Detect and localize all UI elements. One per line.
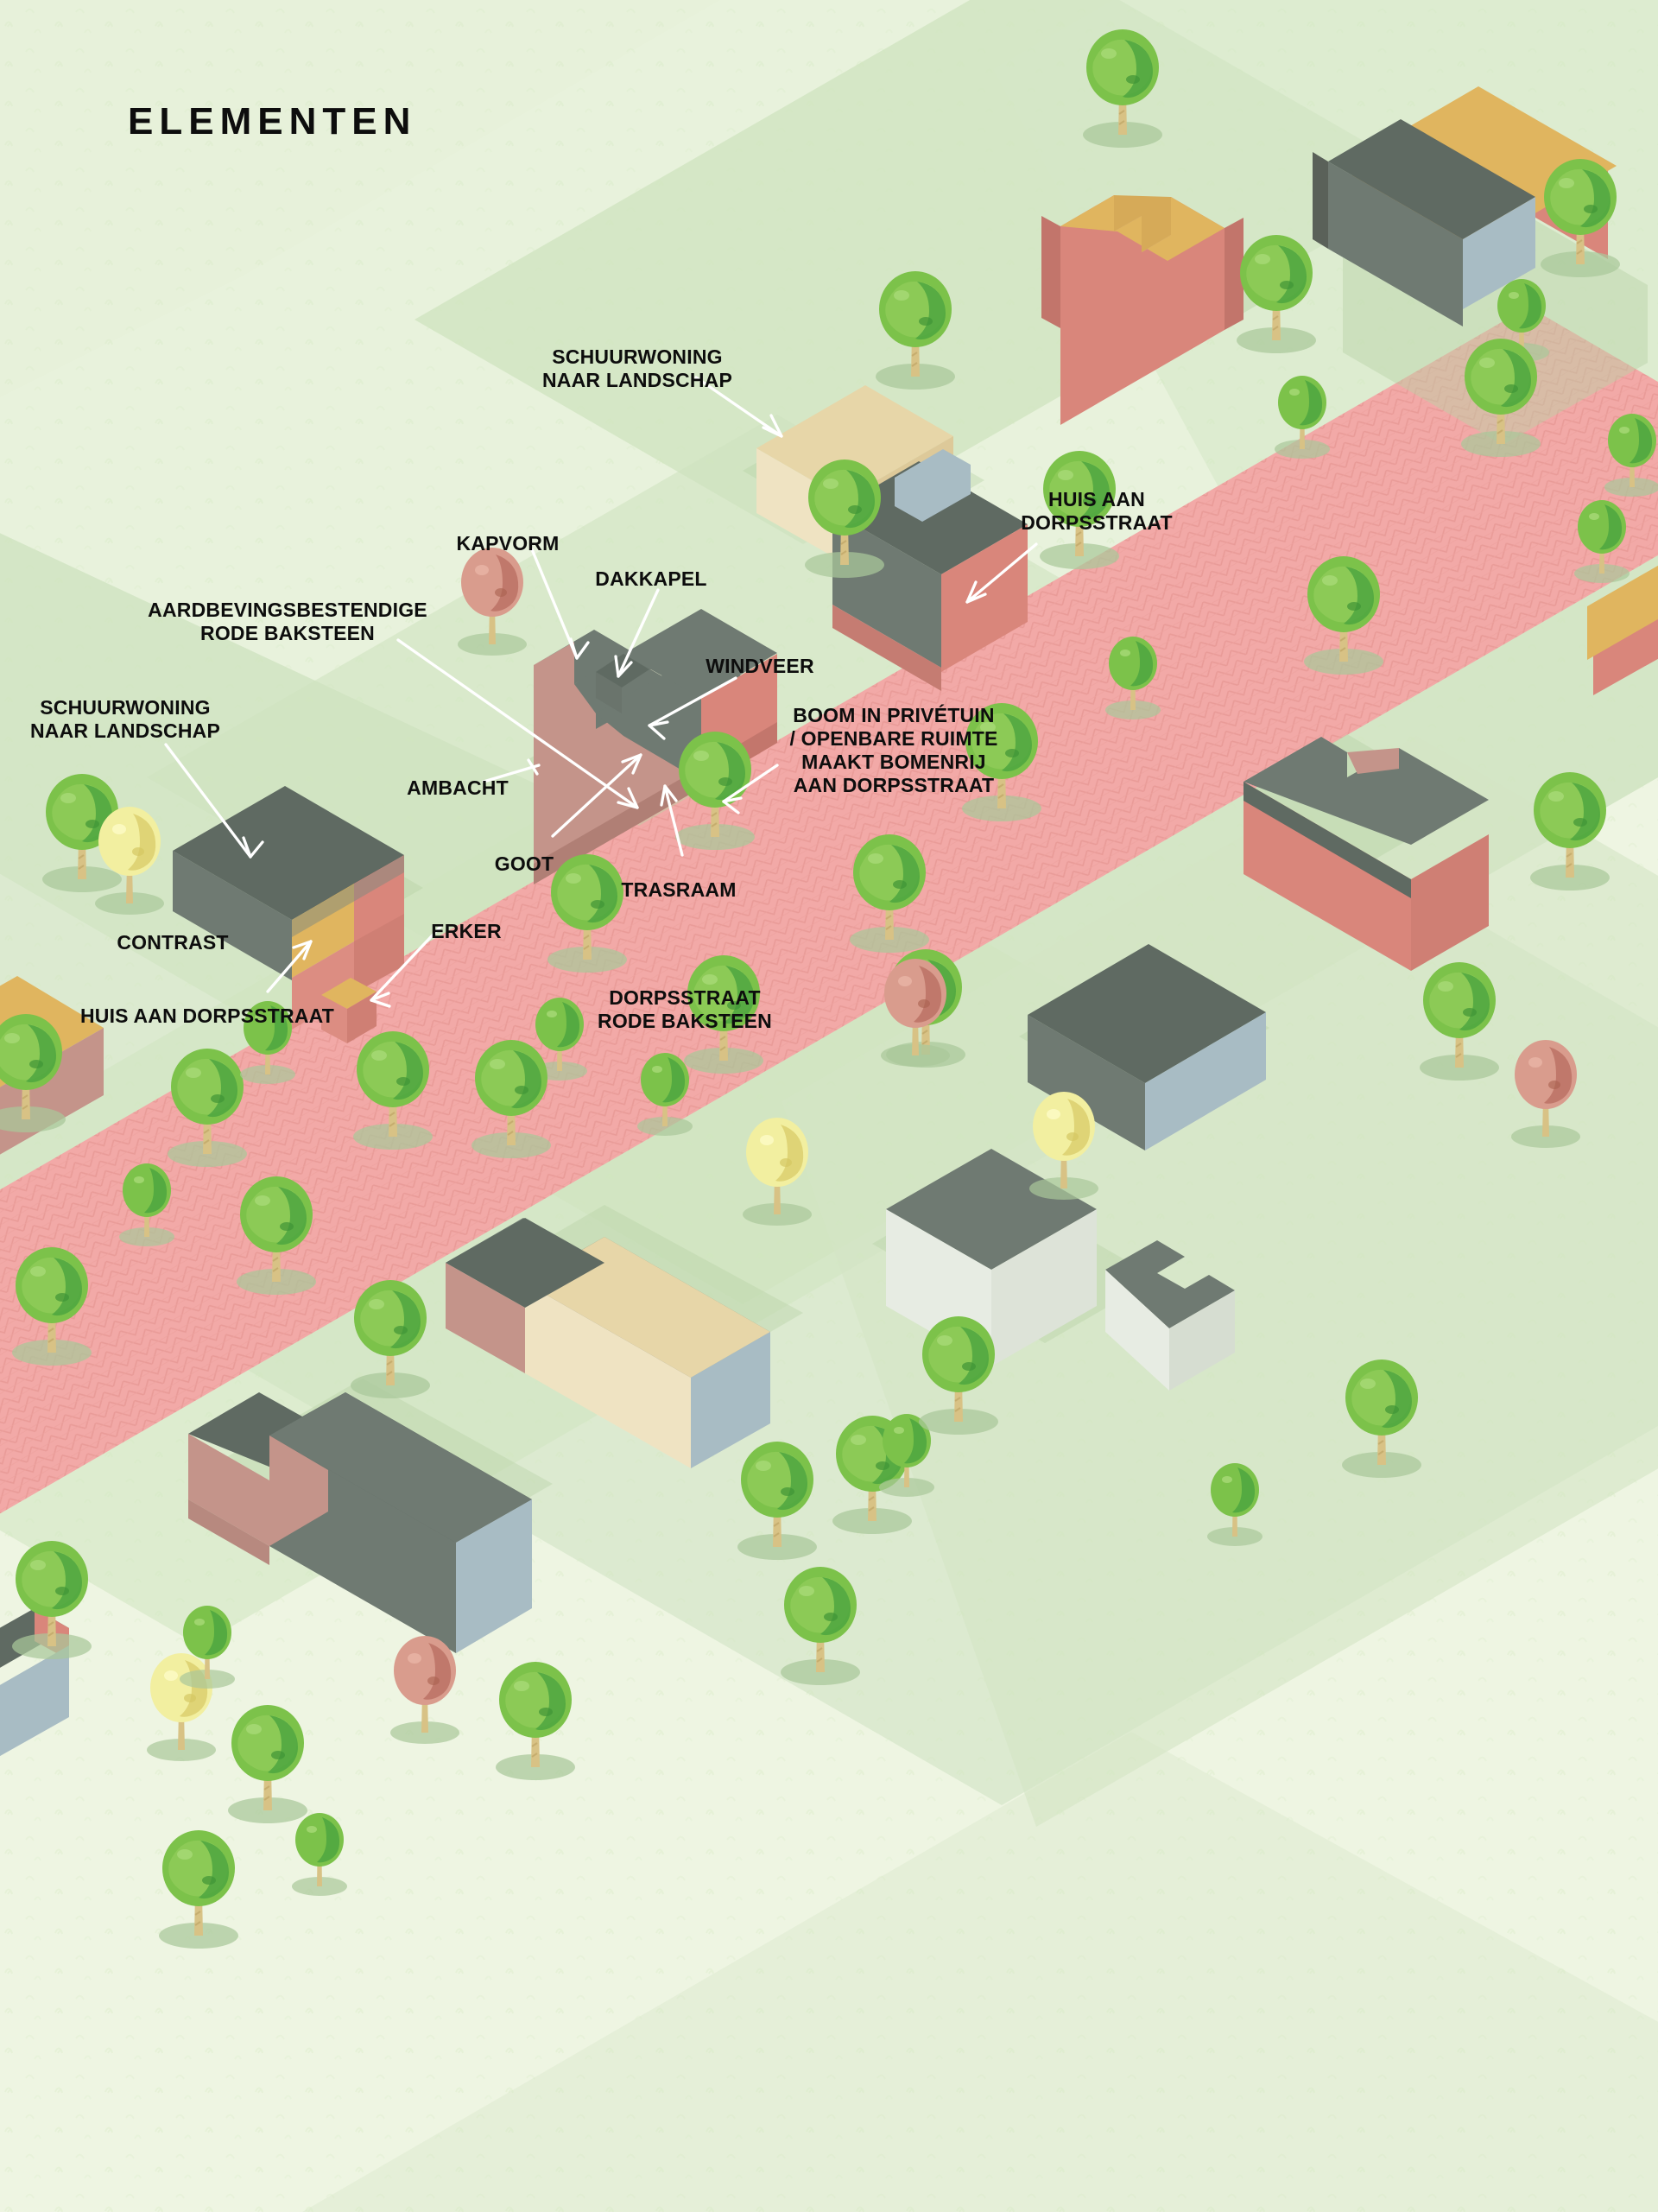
building-bottom-cream-barn: [446, 1205, 803, 1468]
building-grey-barn-right: [1019, 944, 1269, 1150]
label-aardbevingsbestendige-rode-baksteen: AARDBEVINGSBESTENDIGE RODE BAKSTEEN: [148, 599, 427, 645]
leader-lines: [164, 376, 1038, 1008]
label-huis-aan-dorpsstraat-left: HUIS AAN DORPSSTRAAT: [79, 1005, 335, 1027]
label-huis-aan-dorpsstraat-top: HUIS AAN DORPSSTRAAT: [1021, 488, 1173, 535]
building-mid-right-red: [1244, 734, 1489, 971]
label-contrast: CONTRAST: [117, 931, 229, 954]
label-goot: GOOT: [494, 852, 554, 875]
label-schuurwoning-naar-landschap-left: SCHUURWONING NAAR LANDSCHAP: [29, 696, 221, 743]
label-ambacht: AMBACHT: [407, 776, 509, 799]
label-trasraam: TRASRAAM: [621, 878, 737, 901]
label-erker: ERKER: [431, 920, 502, 942]
dorpsstraat-road: [0, 307, 1658, 1514]
label-windveer: WINDVEER: [706, 655, 814, 677]
building-right-edge: [1587, 565, 1658, 695]
label-schuurwoning-naar-landschap-top: SCHUURWONING NAAR LANDSCHAP: [541, 345, 733, 392]
building-top-right: [1313, 86, 1648, 445]
label-boom-in-privetuin: BOOM IN PRIVÉTUIN / OPENBARE RUIMTE MAAK…: [789, 704, 998, 797]
label-dakkapel: DAKKAPEL: [595, 567, 707, 590]
page-title: ELEMENTEN: [128, 100, 417, 143]
building-bottom-grey-barn: [188, 1379, 553, 1653]
building-stepped-gable-upper: [1041, 195, 1269, 425]
label-dorpsstraat-rode-baksteen: DORPSSTRAAT RODE BAKSTEEN: [598, 986, 772, 1033]
label-kapvorm: KAPVORM: [456, 532, 560, 555]
building-schuurwoning-left: [173, 786, 423, 1043]
building-white-volumes: [872, 1149, 1235, 1391]
